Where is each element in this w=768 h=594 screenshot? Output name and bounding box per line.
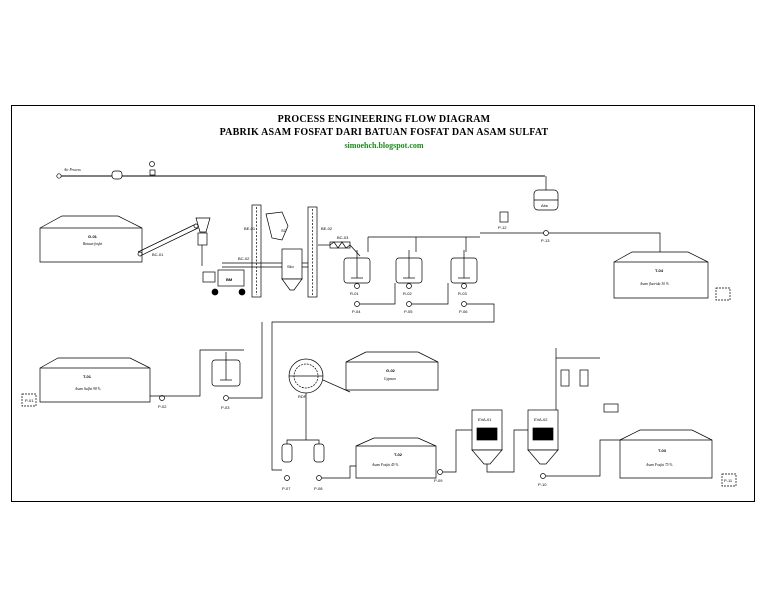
storage-t04-desc: Asam fluorida 30 % (639, 282, 669, 286)
diagram-title: PROCESS ENGINEERING FLOW DIAGRAM (277, 114, 491, 125)
reactor-pumps: P-04 P-05 P-06 (271, 283, 495, 352)
rdf-label: RDF (298, 394, 307, 399)
storage-t02: T-02 Asam Fosfat 45 % P-09 (322, 437, 443, 483)
pump-p09-label: P-09 (434, 478, 443, 483)
reactor-train (367, 232, 545, 252)
rotary-drum-filter: RDF (288, 358, 351, 399)
storage-g01-id: G-01 (88, 234, 98, 239)
absorber: Abs P-12 P-13 (498, 176, 661, 253)
silo: Silo (281, 248, 303, 291)
pump-p02-label: P-02 (158, 404, 167, 409)
storage-g01-desc: Batuan fosfat (83, 242, 103, 246)
diagram-subtitle: PABRIK ASAM FOSFAT DARI BATUAN FOSFAT DA… (219, 127, 549, 138)
storage-t04-id: T-04 (655, 268, 664, 273)
reactor-r03: R-03 (450, 250, 478, 296)
pump-p06-label: P-06 (459, 309, 468, 314)
storage-g02: G-02 Gypsum (345, 351, 439, 391)
pump-p07-label: P-07 (282, 486, 291, 491)
storage-g01: G-01 Batuan fosfat (39, 215, 143, 263)
storage-t03: T-03 Asam Fosfat 75 % P-11 (619, 429, 737, 487)
air-process-line: Air Process (56, 161, 545, 180)
reactor-r02-label: R-02 (403, 291, 412, 296)
conveyor-bc01-label: BC-01 (152, 252, 164, 257)
absorber-label: Abs (541, 203, 548, 208)
storage-t04: T-04 Asam fluorida 30 % (613, 251, 731, 301)
pump-p13-label: P-13 (541, 238, 550, 243)
pump-p04-label: P-04 (352, 309, 361, 314)
diagram-frame (11, 105, 755, 502)
pump-p08-label: P-08 (314, 486, 323, 491)
bucket-elevator-01-label: BE-01 (244, 226, 256, 231)
silo-label: Silo (287, 264, 294, 269)
pump-p11-label: P-11 (724, 478, 733, 483)
pump-p05-label: P-05 (404, 309, 413, 314)
mixer-tank: P-03 (211, 322, 263, 410)
storage-g02-id: G-02 (386, 368, 396, 373)
bucket-elevator-02-label: BE-02 (321, 226, 333, 231)
pump-p10-label: P-10 (538, 482, 547, 487)
pump-p03-label: P-03 (221, 405, 230, 410)
evaporator-eva02: EVA-02 P-10 (486, 409, 620, 487)
evaporator-eva01-label: EVA-01 (478, 417, 492, 422)
filtrate-receivers: P-07 P-08 (271, 352, 325, 491)
conveyor-bc01: BC-01 (137, 223, 199, 257)
hopper (195, 217, 211, 266)
conveyor-bc02-label: BC-02 (238, 256, 250, 261)
screen: SC (265, 211, 289, 241)
reactor-r03-label: R-03 (458, 291, 467, 296)
storage-t03-id: T-03 (658, 448, 667, 453)
pump-p12-label: P-12 (498, 225, 507, 230)
evaporator-eva02-label: EVA-02 (534, 417, 548, 422)
conveyor-bc03-label: BC-03 (337, 235, 349, 240)
evaporator-eva01: EVA-01 (443, 409, 503, 473)
storage-t02-id: T-02 (394, 452, 403, 457)
reactor-r01: R-01 (343, 250, 371, 296)
reactor-r01-label: R-01 (350, 291, 359, 296)
bucket-elevator-01: BE-01 (244, 204, 262, 298)
screen-label: SC (281, 228, 287, 233)
storage-g02-desc: Gypsum (384, 377, 396, 381)
pump-p01-label: P-01 (25, 398, 34, 403)
condensers (555, 348, 619, 413)
conveyor-bc03: BC-03 (318, 235, 361, 257)
storage-t01-id: T-01 (83, 374, 92, 379)
storage-t02-desc: Asam Fosfat 45 % (371, 463, 398, 467)
storage-t03-desc: Asam Fosfat 75 % (645, 463, 672, 467)
reactor-r02: R-02 (395, 250, 423, 296)
storage-t01: T-01 Asam Sulfat 98 % P-02 (21, 349, 244, 409)
ball-mill: BM (202, 269, 246, 296)
source-url: simoehch.blogspot.com (344, 141, 424, 150)
bucket-elevator-02: BE-02 (307, 206, 333, 298)
air-process-label: Air Process (63, 168, 81, 172)
ball-mill-label: BM (226, 277, 233, 282)
storage-t01-desc: Asam Sulfat 98 % (74, 387, 101, 391)
